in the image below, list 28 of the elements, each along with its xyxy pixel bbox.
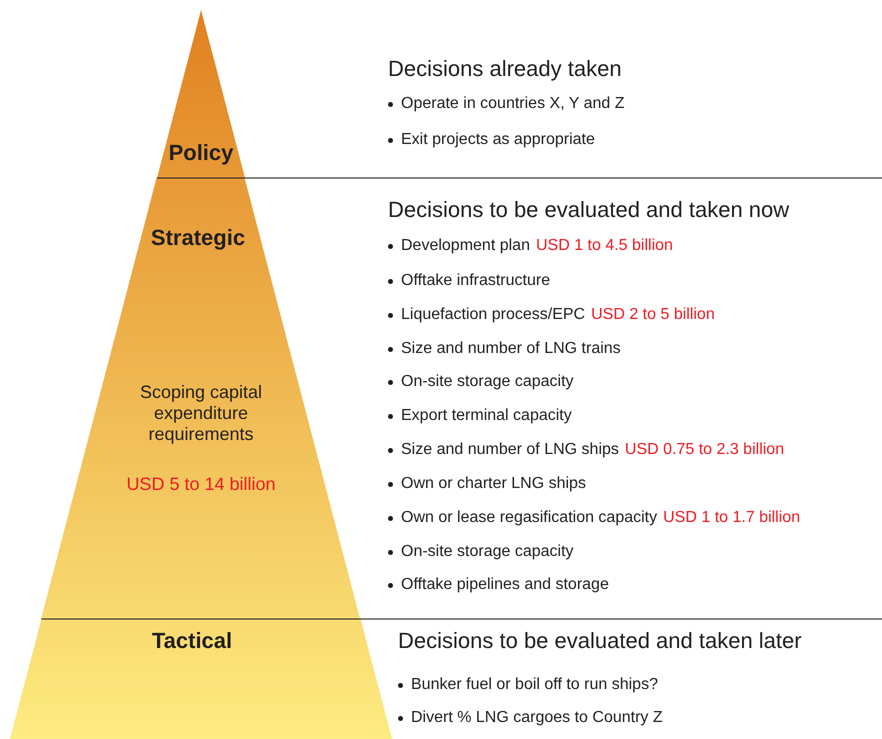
list-item-text: Offtake infrastructure — [401, 272, 550, 290]
section-heading: Decisions already taken — [388, 56, 622, 82]
list-item-text: Export terminal capacity — [401, 407, 572, 425]
list-item-text: Exit projects as appropriate — [401, 131, 595, 149]
cost-amount: USD 5 to 14 billion — [125, 474, 277, 495]
list-item-text: Operate in countries X, Y and Z — [401, 95, 625, 113]
list-item-text: Size and number of LNG ships — [401, 441, 619, 459]
list-item-text: Development plan — [401, 237, 530, 255]
list-item-text: Bunker fuel or boil off to run ships? — [411, 676, 658, 694]
cost-amount: USD 0.75 to 2.3 billion — [624, 441, 784, 459]
section-heading: Decisions to be evaluated and taken now — [388, 197, 790, 223]
list-item-text: Own or charter LNG ships — [401, 475, 586, 493]
list-item-text: Own or lease regasification capacity — [401, 509, 658, 527]
cost-amount: USD 1 to 4.5 billion — [536, 237, 673, 255]
list-item-text: Offtake pipelines and storage — [401, 576, 609, 594]
list-item-text: Liquefaction process/EPC — [401, 306, 586, 324]
tier-title: Policy — [168, 140, 234, 166]
tier-title: Tactical — [150, 628, 234, 654]
list-item-text: On-site storage capacity — [401, 373, 574, 391]
section-heading: Decisions to be evaluated and taken later — [398, 628, 802, 654]
tier-title: Strategic — [150, 225, 246, 251]
cost-amount: USD 2 to 5 billion — [591, 306, 715, 324]
scope-description: Scoping capital expenditure requirements — [138, 382, 264, 445]
list-item-text: Size and number of LNG trains — [401, 340, 621, 358]
list-item-text: Divert % LNG cargoes to Country Z — [411, 709, 663, 727]
list-item-text: On-site storage capacity — [401, 543, 574, 561]
pyramid-tier — [156, 10, 245, 178]
cost-amount: USD 1 to 1.7 billion — [663, 509, 800, 527]
